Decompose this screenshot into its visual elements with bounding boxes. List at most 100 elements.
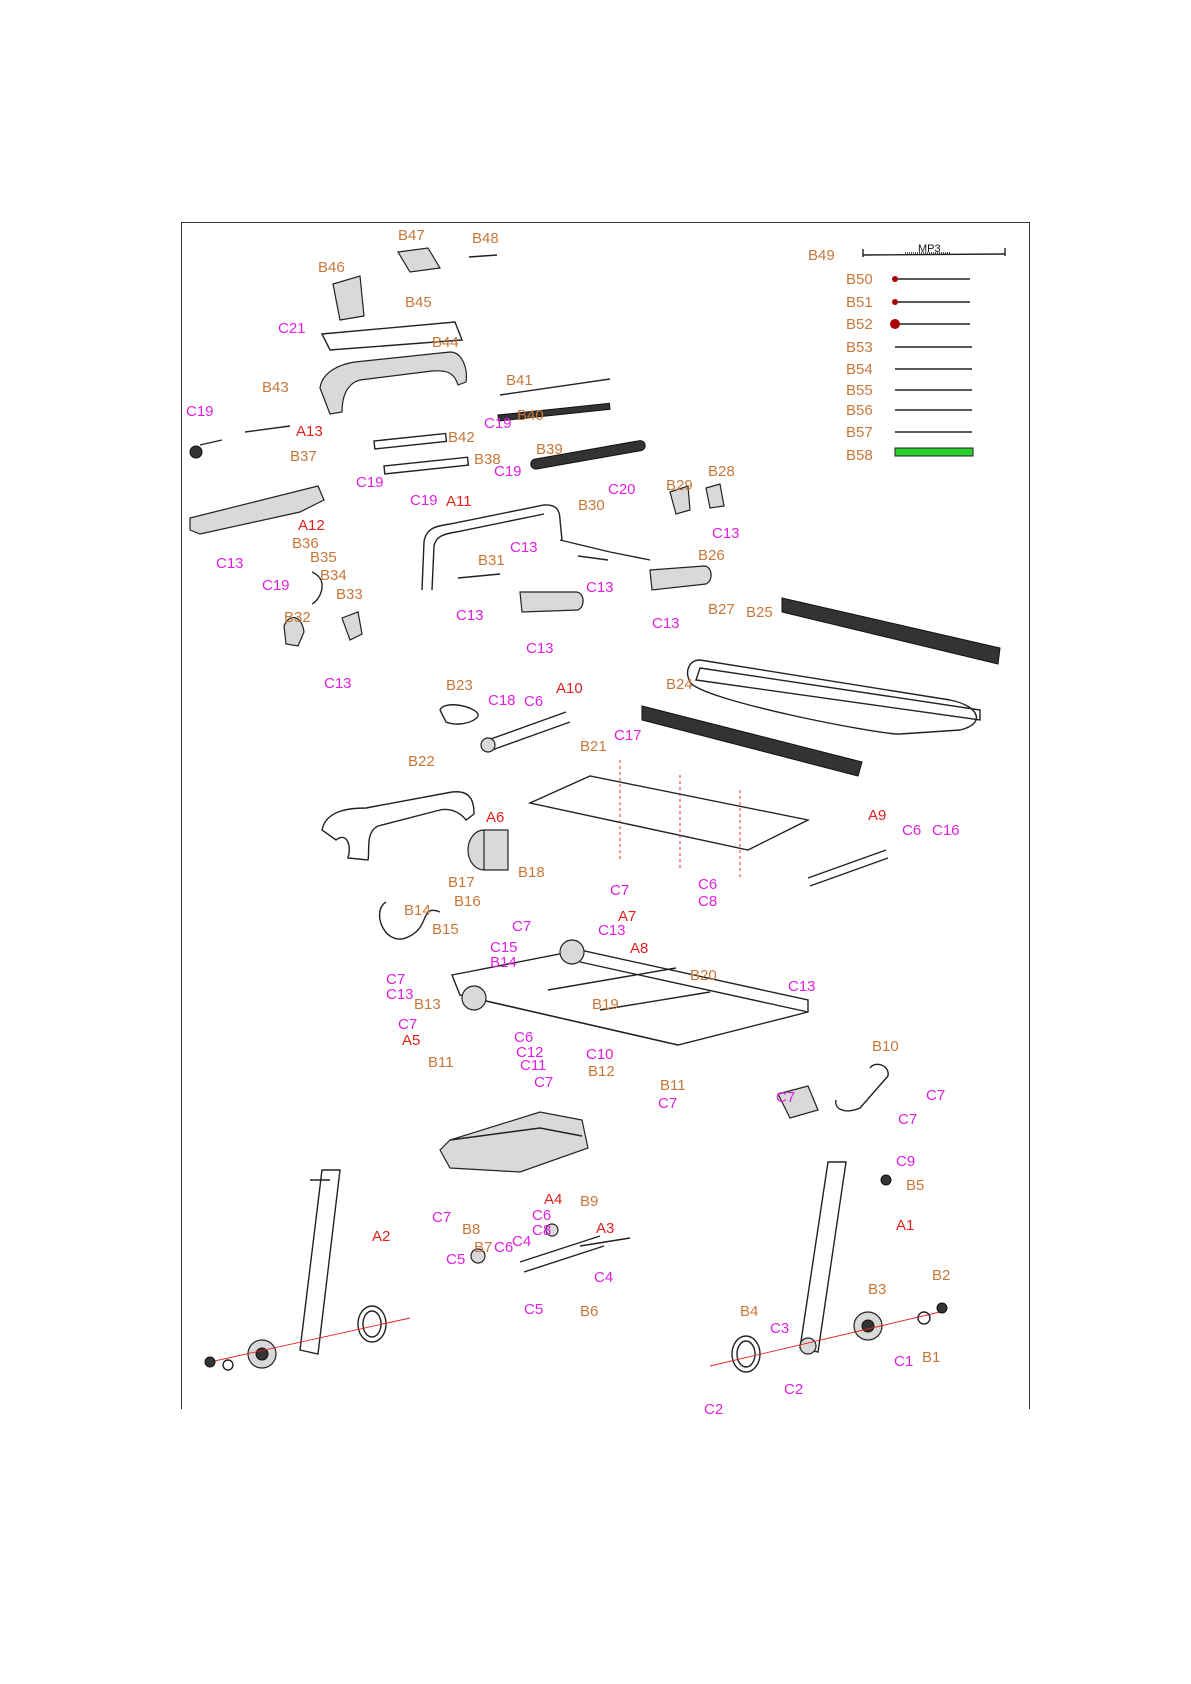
- lift-assembly: [470, 1223, 631, 1273]
- part-label-c21: C21: [278, 320, 306, 337]
- part-label-b37: B37: [290, 448, 317, 465]
- part-label-mp3: MP3: [918, 243, 941, 255]
- part-label-b34: B34: [320, 567, 347, 584]
- part-label-c5a: C5: [446, 1251, 465, 1268]
- part-label-c8b: C8: [532, 1222, 551, 1239]
- part-label-c19f: C19: [262, 577, 290, 594]
- part-label-c7d: C7: [398, 1016, 417, 1033]
- part-label-c13a: C13: [712, 525, 740, 542]
- part-label-c9: C9: [896, 1153, 915, 1170]
- part-label-b21: B21: [580, 738, 607, 755]
- part-label-c1: C1: [894, 1353, 913, 1370]
- part-label-c5b: C5: [524, 1301, 543, 1318]
- part-label-b46: B46: [318, 259, 345, 276]
- part-label-b51: B51: [846, 294, 873, 311]
- part-label-b3: B3: [868, 1281, 886, 1298]
- cable-bundle: [862, 248, 1006, 457]
- part-label-a9: A9: [868, 807, 886, 824]
- part-label-b17: B17: [448, 874, 475, 891]
- part-label-c4b: C4: [594, 1269, 613, 1286]
- part-label-c7a: C7: [610, 882, 629, 899]
- part-label-b25: B25: [746, 604, 773, 621]
- part-label-b14b: B14: [490, 954, 517, 971]
- part-label-c19a: C19: [186, 403, 214, 420]
- upright-frame: [421, 504, 712, 613]
- part-label-c13g: C13: [324, 675, 352, 692]
- part-label-c17: C17: [614, 727, 642, 744]
- part-label-b42: B42: [448, 429, 475, 446]
- part-label-c13j: C13: [788, 978, 816, 995]
- part-label-b56: B56: [846, 402, 873, 419]
- part-label-b23: B23: [446, 677, 473, 694]
- part-label-b29: B29: [666, 477, 693, 494]
- part-label-c6f: C6: [494, 1239, 513, 1256]
- part-label-b18: B18: [518, 864, 545, 881]
- part-label-a7: A7: [618, 908, 636, 925]
- part-label-b16: B16: [454, 893, 481, 910]
- part-label-b47: B47: [398, 227, 425, 244]
- part-label-b30: B30: [578, 497, 605, 514]
- part-label-c13f: C13: [652, 615, 680, 632]
- main-frame: [451, 939, 889, 1119]
- part-label-b43: B43: [262, 379, 289, 396]
- part-label-b7: B7: [474, 1239, 492, 1256]
- part-label-b57: B57: [846, 424, 873, 441]
- part-label-b40: B40: [517, 407, 544, 424]
- part-label-b48: B48: [472, 230, 499, 247]
- part-label-c13h: C13: [526, 640, 554, 657]
- part-label-b41: B41: [506, 372, 533, 389]
- part-label-c13k: C13: [386, 986, 414, 1003]
- part-label-c7i: C7: [898, 1111, 917, 1128]
- part-label-c19c: C19: [356, 474, 384, 491]
- part-label-b4: B4: [740, 1303, 758, 1320]
- part-label-c7f: C7: [776, 1089, 795, 1106]
- part-label-b35: B35: [310, 549, 337, 566]
- part-label-c13i: C13: [598, 922, 626, 939]
- part-label-c11: C11: [520, 1057, 546, 1074]
- part-label-b8: B8: [462, 1221, 480, 1238]
- part-label-b26: B26: [698, 547, 725, 564]
- rollers: [439, 704, 889, 887]
- part-label-a12: A12: [298, 517, 325, 534]
- part-label-c6b: C6: [902, 822, 921, 839]
- part-label-a1: A1: [896, 1217, 914, 1234]
- part-label-b13: B13: [414, 996, 441, 1013]
- part-label-b12: B12: [588, 1063, 615, 1080]
- part-label-a6: A6: [486, 809, 504, 826]
- part-label-b9: B9: [580, 1193, 598, 1210]
- part-label-b52: B52: [846, 316, 873, 333]
- part-label-c7j: C7: [432, 1209, 451, 1226]
- part-label-b1: B1: [922, 1349, 940, 1366]
- part-label-b39: B39: [536, 441, 563, 458]
- part-label-c6c: C6: [698, 876, 717, 893]
- part-label-b6: B6: [580, 1303, 598, 1320]
- part-label-b24: B24: [666, 676, 693, 693]
- part-label-c19d: C19: [410, 492, 438, 509]
- motor-cover: [321, 791, 475, 861]
- part-label-b44: B44: [432, 334, 459, 351]
- part-label-a10: A10: [556, 680, 583, 697]
- part-label-c18: C18: [488, 692, 516, 709]
- part-label-a13: A13: [296, 423, 323, 440]
- part-label-b19: B19: [592, 996, 619, 1013]
- part-label-a2: A2: [372, 1228, 390, 1245]
- part-label-c13e: C13: [456, 607, 484, 624]
- part-label-c7g: C7: [926, 1087, 945, 1104]
- part-label-c16: C16: [932, 822, 960, 839]
- base-tray: [439, 1111, 589, 1173]
- right-leg: [709, 1161, 948, 1373]
- part-label-b27: B27: [708, 601, 735, 618]
- part-label-b31: B31: [478, 552, 505, 569]
- part-label-c19b: C19: [484, 415, 512, 432]
- part-label-b20: B20: [690, 967, 717, 984]
- part-label-c20: C20: [608, 481, 636, 498]
- part-label-c7e: C7: [534, 1074, 553, 1091]
- part-label-c8a: C8: [698, 893, 717, 910]
- left-handle-parts: [189, 378, 725, 647]
- part-label-c6d: C6: [514, 1029, 533, 1046]
- diagram-frame: [181, 222, 1030, 1409]
- part-label-c4a: C4: [512, 1233, 531, 1250]
- part-label-b15: B15: [432, 921, 459, 938]
